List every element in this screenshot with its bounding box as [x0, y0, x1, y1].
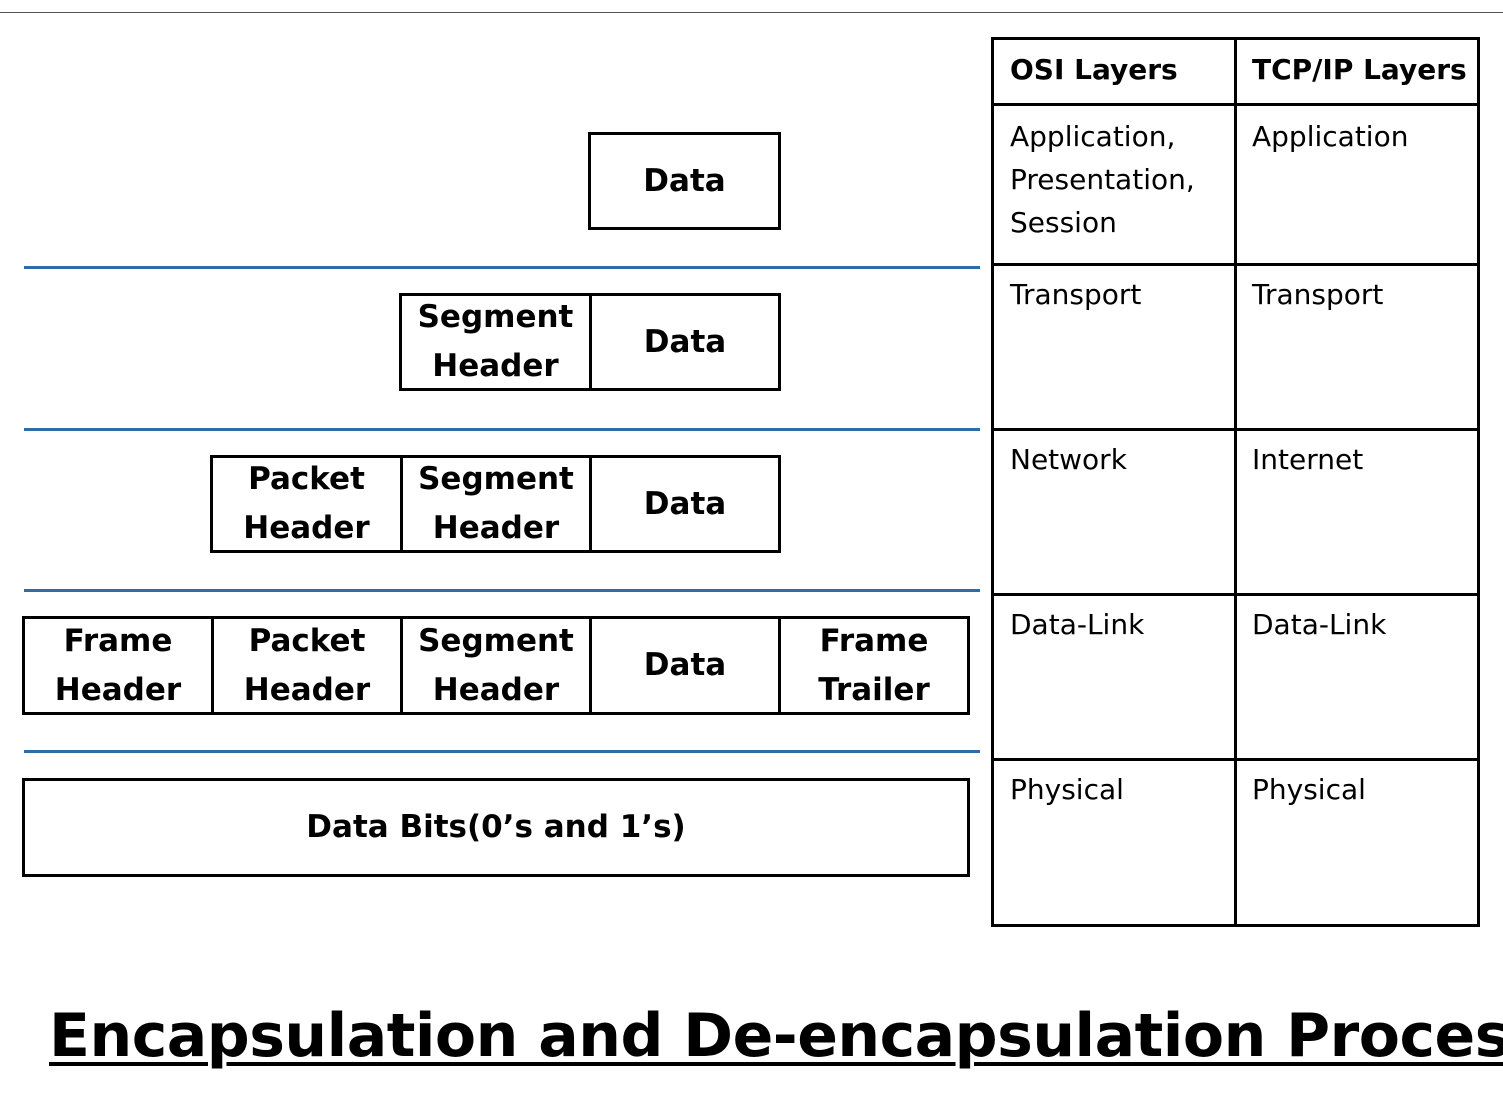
network-data-label: Data	[643, 485, 727, 522]
separator-4	[24, 750, 980, 753]
tcpip-cell-physical: Physical	[1252, 773, 1366, 806]
network-segment-header-label: Segment Header	[418, 461, 574, 546]
tcpip-cell-datalink: Data-Link	[1252, 608, 1387, 641]
datalink-packet-header-box: Packet Header	[211, 616, 403, 715]
physical-data-bits-label: Data Bits(0’s and 1’s)	[306, 809, 686, 845]
layers-table-column-divider	[1234, 37, 1237, 927]
physical-data-bits-box: Data Bits(0’s and 1’s)	[22, 778, 970, 877]
layers-table-row-divider-3	[991, 593, 1480, 596]
osi-cell-network: Network	[1010, 443, 1127, 476]
separator-3	[24, 589, 980, 592]
network-packet-header-box: Packet Header	[210, 455, 403, 553]
osi-cell-transport: Transport	[1010, 278, 1142, 311]
datalink-frame-header-box: Frame Header	[22, 616, 214, 715]
transport-data-box: Data	[589, 293, 781, 391]
tcpip-cell-application: Application	[1252, 120, 1409, 153]
datalink-packet-header-label: Packet Header	[243, 622, 371, 708]
transport-segment-header-box: Segment Header	[399, 293, 592, 391]
tcpip-layers-header: TCP/IP Layers	[1252, 53, 1467, 86]
diagram-title: Encapsulation and De-encapsulation Proce…	[49, 1001, 1503, 1071]
datalink-frame-header-label: Frame Header	[54, 622, 182, 708]
datalink-data-box: Data	[589, 616, 781, 715]
app-data-box: Data	[588, 132, 781, 230]
osi-cell-application: Application, Presentation, Session	[1010, 120, 1195, 239]
datalink-segment-header-box: Segment Header	[400, 616, 592, 715]
tcpip-cell-transport: Transport	[1252, 278, 1384, 311]
datalink-frame-trailer-box: Frame Trailer	[778, 616, 970, 715]
top-border-line	[0, 12, 1503, 13]
datalink-data-label: Data	[643, 647, 727, 683]
network-data-box: Data	[589, 455, 781, 553]
osi-layers-header: OSI Layers	[1010, 53, 1178, 86]
osi-cell-datalink: Data-Link	[1010, 608, 1145, 641]
datalink-segment-header-label: Segment Header	[418, 622, 574, 708]
layers-table-row-divider-1	[991, 263, 1480, 266]
transport-segment-header-label: Segment Header	[417, 299, 574, 384]
tcpip-cell-internet: Internet	[1252, 443, 1364, 476]
network-packet-header-label: Packet Header	[243, 461, 370, 546]
separator-2	[24, 428, 980, 431]
layers-table-row-divider-4	[991, 758, 1480, 761]
separator-1	[24, 266, 980, 269]
transport-data-label: Data	[643, 323, 727, 360]
osi-cell-physical: Physical	[1010, 773, 1124, 806]
datalink-frame-trailer-label: Frame Trailer	[818, 622, 930, 708]
layers-table-header-divider	[991, 103, 1480, 106]
network-segment-header-box: Segment Header	[400, 455, 592, 553]
layers-table-row-divider-2	[991, 428, 1480, 431]
app-data-label: Data	[643, 162, 726, 199]
